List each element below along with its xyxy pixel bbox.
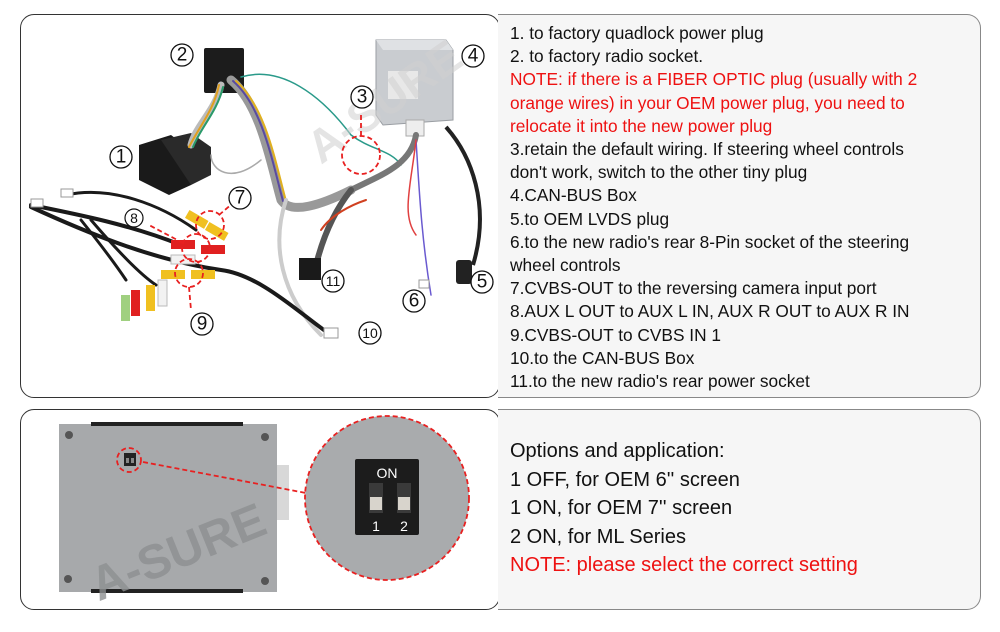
canbus-box-top-view: A-SURE — [59, 422, 289, 609]
option-item: 2 ON, for ML Series — [510, 525, 686, 548]
callout-numbers: 1 2 3 4 5 6 7 8 9 10 11 — [109, 43, 494, 345]
option-item: 1 ON, for OEM 7'' screen — [510, 497, 733, 519]
legend-note-line: orange wires) in your OEM power plug, yo… — [510, 92, 905, 113]
legend-line: 9.CVBS-OUT to CVBS IN 1 — [510, 324, 721, 345]
dip-on-label: ON — [377, 465, 398, 481]
callout-4: 4 — [468, 46, 479, 67]
callout-5: 5 — [477, 272, 488, 293]
legend-line: don't work, switch to the other tiny plu… — [510, 162, 808, 183]
callout-11: 11 — [326, 273, 341, 289]
dip-switch-illustration: A-SURE ON 1 2 — [59, 415, 470, 609]
legend-line: 10.to the CAN-BUS Box — [510, 347, 695, 368]
callout-6: 6 — [409, 291, 420, 312]
option-item: 1 OFF, for OEM 6'' screen — [510, 468, 740, 491]
legend-line: 2. to factory radio socket. — [510, 46, 704, 67]
quadlock-plug — [139, 133, 211, 195]
marker-9 — [174, 258, 204, 288]
options-title: Options and application: — [510, 440, 725, 462]
callout-1: 1 — [116, 147, 127, 168]
legend-line: 4.CAN-BUS Box — [510, 185, 637, 206]
legend-line: 8.AUX L OUT to AUX L IN, AUX R OUT to AU… — [510, 301, 910, 322]
harness-diagram-panel: A-SURE 1 2 3 4 5 6 7 — [20, 14, 500, 398]
options-list: Options and application: 1 OFF, for OEM … — [510, 437, 858, 580]
callout-9: 9 — [197, 314, 208, 335]
legend-panel: 1. to factory quadlock power plug 2. to … — [498, 14, 981, 398]
dip-switch-1-label: 1 — [372, 518, 380, 534]
legend-line: 3.retain the default wiring. If steering… — [510, 139, 904, 160]
callout-markers — [148, 113, 381, 311]
legend-note-line: relocate it into the new power plug — [510, 115, 773, 136]
legend-note-line: NOTE: if there is a FIBER OPTIC plug (us… — [510, 69, 918, 90]
dip-switch-1-knob — [370, 497, 382, 510]
options-panel: Options and application: 1 OFF, for OEM … — [498, 409, 981, 610]
dip-switch-magnified: ON 1 2 — [355, 459, 419, 535]
dip-switch-2-knob — [398, 497, 410, 510]
dip-switch-panel: A-SURE ON 1 2 — [20, 409, 500, 610]
legend-line: wheel controls — [510, 255, 621, 276]
dip-switch-2-label: 2 — [400, 518, 408, 534]
canbus-box — [375, 39, 454, 137]
harness-diagram: A-SURE 1 2 3 4 5 6 7 — [29, 29, 494, 345]
legend-list: 1. to factory quadlock power plug 2. to … — [510, 22, 970, 393]
legend-line: 6.to the new radio's rear 8-Pin socket o… — [510, 231, 910, 252]
callout-2: 2 — [177, 45, 188, 66]
legend-line: 1. to factory quadlock power plug — [510, 23, 764, 43]
legend-line: 11.to the new radio's rear power socket — [510, 371, 810, 392]
options-note: NOTE: please select the correct setting — [510, 554, 858, 576]
callout-10: 10 — [362, 325, 378, 341]
legend-line: 7.CVBS-OUT to the reversing camera input… — [510, 278, 877, 299]
callout-7: 7 — [235, 188, 246, 209]
legend-line: 5.to OEM LVDS plug — [510, 208, 670, 229]
marker-8 — [181, 233, 211, 263]
callout-8: 8 — [130, 210, 138, 226]
marker-7 — [195, 210, 225, 240]
callout-3: 3 — [357, 87, 368, 108]
